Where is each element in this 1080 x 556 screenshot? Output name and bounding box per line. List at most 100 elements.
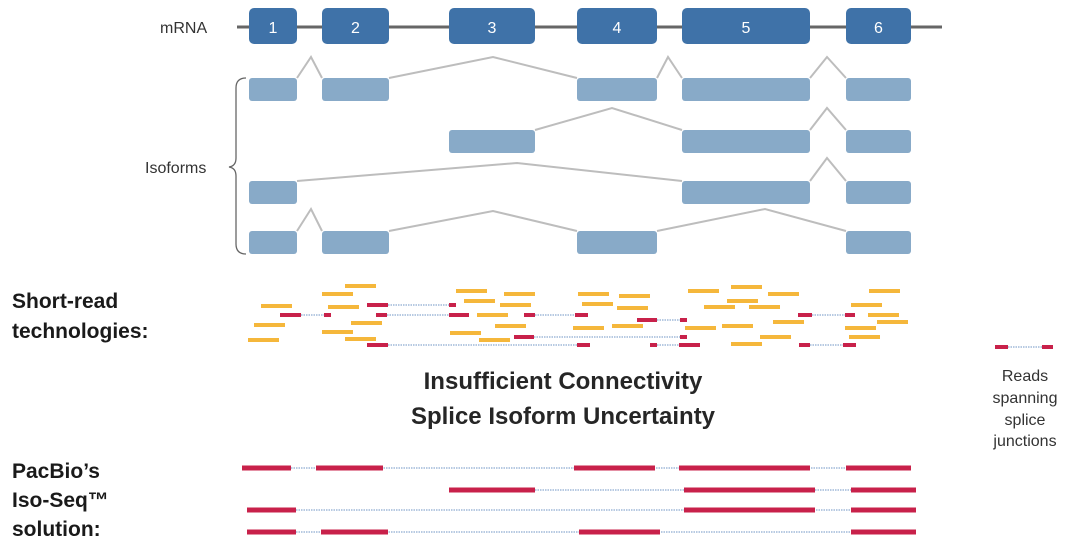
full-length-read-segment xyxy=(684,487,815,493)
short-read xyxy=(768,292,799,296)
isoform-2-exon-3 xyxy=(449,130,535,153)
pacbio-label-1: PacBio’s xyxy=(12,460,100,483)
spanning-read-segment xyxy=(679,343,700,347)
splice-connector xyxy=(296,206,323,232)
short-read xyxy=(578,292,609,296)
exon-number: 2 xyxy=(351,20,360,37)
short-read-label-1: Short-read xyxy=(12,290,118,313)
spanning-read-segment xyxy=(680,318,687,322)
full-length-read-segment xyxy=(851,529,916,535)
legend: Reads spanning splice junctions xyxy=(992,345,1057,450)
spanning-read-segment xyxy=(376,313,387,317)
short-read xyxy=(845,326,876,330)
isoform-4-exon-1 xyxy=(249,231,297,254)
isoforms-group xyxy=(249,55,911,254)
short-read xyxy=(851,303,882,307)
short-read xyxy=(731,285,762,289)
spanning-read-segment xyxy=(449,303,456,307)
isoforms-label: Isoforms xyxy=(145,160,206,177)
splice-connector xyxy=(809,55,847,79)
isoform-4-exon-2 xyxy=(322,231,389,254)
short-read xyxy=(261,304,292,308)
short-read xyxy=(504,292,535,296)
spanning-read-segment xyxy=(577,343,590,347)
full-length-read-segment xyxy=(247,529,296,535)
isoform-1-exon-2 xyxy=(322,78,389,101)
full-length-read-segment xyxy=(851,507,916,513)
spanning-read-segment xyxy=(367,343,388,347)
isoform-4-exon-4 xyxy=(577,231,657,254)
isoform-1-exon-6 xyxy=(846,78,911,101)
full-length-read-segment xyxy=(679,465,810,471)
short-read xyxy=(322,330,353,334)
short-read xyxy=(479,338,510,342)
problem-line-2: Splice Isoform Uncertainty xyxy=(411,403,716,430)
isoform-1-exon-5 xyxy=(682,78,810,101)
full-length-read-segment xyxy=(684,507,815,513)
isoforms-brace xyxy=(228,77,247,255)
short-read xyxy=(685,326,716,330)
short-read xyxy=(322,292,353,296)
short-read xyxy=(877,320,908,324)
full-length-read-segment xyxy=(242,465,291,471)
full-length-read-segment xyxy=(851,487,916,493)
spanning-read-segment xyxy=(367,303,388,307)
legend-read-segment xyxy=(995,345,1008,349)
spanning-read-segment xyxy=(680,335,687,339)
short-read xyxy=(573,326,604,330)
isoform-2-exon-5 xyxy=(682,130,810,153)
full-length-read-segment xyxy=(846,465,911,471)
short-read xyxy=(582,302,613,306)
mrna-label: mRNA xyxy=(160,20,207,37)
pacbio-reads-group xyxy=(242,465,916,535)
short-read xyxy=(722,324,753,328)
short-reads-group xyxy=(248,284,908,347)
short-read xyxy=(248,338,279,342)
isoform-2-exon-6 xyxy=(846,130,911,153)
short-read xyxy=(731,342,762,346)
exon-4 xyxy=(577,8,657,44)
short-read xyxy=(773,320,804,324)
spanning-read-segment xyxy=(845,313,855,317)
short-read xyxy=(495,324,526,328)
splice-connector xyxy=(534,106,683,131)
exon-1 xyxy=(249,8,297,44)
legend-read-segment xyxy=(1042,345,1053,349)
short-read xyxy=(328,305,359,309)
exon-5 xyxy=(682,8,810,44)
splice-connector xyxy=(296,55,323,79)
isoform-3-exon-1 xyxy=(249,181,297,204)
short-read xyxy=(849,335,880,339)
short-read xyxy=(727,299,758,303)
pacbio-label-3: solution: xyxy=(12,518,101,541)
short-read xyxy=(351,321,382,325)
spanning-read-segment xyxy=(280,313,301,317)
spanning-read-segment xyxy=(324,313,331,317)
short-read xyxy=(749,305,780,309)
short-read xyxy=(345,284,376,288)
short-read xyxy=(500,303,531,307)
short-read xyxy=(464,299,495,303)
exon-6 xyxy=(846,8,911,44)
full-length-read-segment xyxy=(321,529,388,535)
problem-line-1: Insufficient Connectivity xyxy=(424,368,703,395)
exon-3 xyxy=(449,8,535,44)
short-read xyxy=(456,289,487,293)
splice-connector xyxy=(809,156,847,182)
legend-line-3: splice xyxy=(1005,412,1046,429)
isoform-1-exon-4 xyxy=(577,78,657,101)
isoform-3-exon-6 xyxy=(846,181,911,204)
short-read xyxy=(869,289,900,293)
exon-number: 3 xyxy=(488,20,497,37)
short-read xyxy=(619,294,650,298)
exon-number: 6 xyxy=(874,20,883,37)
isoform-1-exon-1 xyxy=(249,78,297,101)
splice-connector xyxy=(656,55,683,79)
exon-2 xyxy=(322,8,389,44)
full-length-read-segment xyxy=(449,487,535,493)
exon-number: 5 xyxy=(742,20,751,37)
spanning-read-segment xyxy=(799,343,810,347)
pacbio-label-2: Iso-Seq™ xyxy=(12,489,109,512)
splice-connector xyxy=(388,209,578,232)
